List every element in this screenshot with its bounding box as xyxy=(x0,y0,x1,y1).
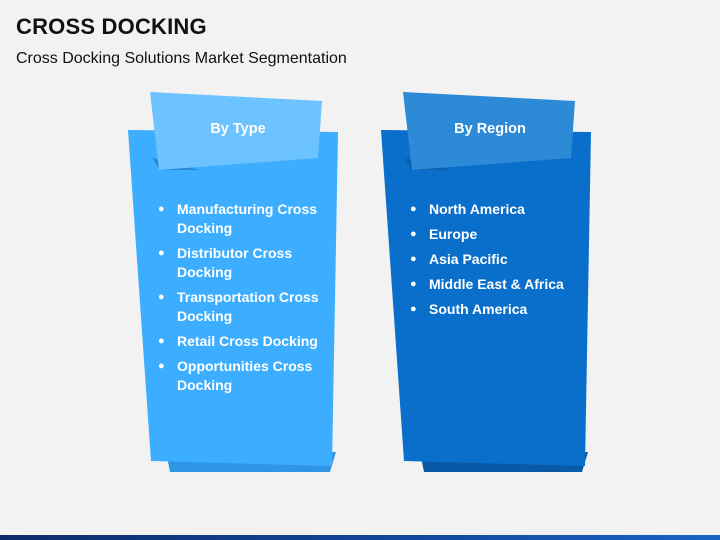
segment-list-by-type: ●Manufacturing Cross Docking ●Distributo… xyxy=(155,200,325,401)
list-item: ●South America xyxy=(410,301,528,317)
page-title: CROSS DOCKING xyxy=(16,14,207,39)
card-tab xyxy=(150,92,322,170)
segment-label-by-region: By Region xyxy=(454,121,526,137)
bullet-icon: ● xyxy=(410,253,417,265)
list-item: ●Distributor Cross Docking xyxy=(158,245,293,280)
list-item: ●Europe xyxy=(410,226,478,242)
bullet-icon: ● xyxy=(158,247,165,259)
page-subtitle: Cross Docking Solutions Market Segmentat… xyxy=(16,50,347,67)
bullet-icon: ● xyxy=(410,203,417,215)
bullet-icon: ● xyxy=(158,291,165,303)
bullet-icon: ● xyxy=(410,303,417,315)
footer-bar xyxy=(0,535,720,540)
bullet-icon: ● xyxy=(158,360,165,372)
segment-card-by-type xyxy=(128,92,338,472)
bullet-icon: ● xyxy=(158,335,165,347)
segment-label-by-type: By Type xyxy=(210,121,266,137)
segment-card-by-region xyxy=(381,92,591,472)
segment-list-by-region: ●North America ●Europe ●Asia Pacific ●Mi… xyxy=(407,200,582,325)
list-item: ●Opportunities Cross Docking xyxy=(158,358,313,393)
list-item: ●North America xyxy=(410,201,525,217)
card-body xyxy=(381,130,591,466)
card-tab xyxy=(403,92,575,170)
list-item: ●Manufacturing Cross Docking xyxy=(158,201,318,236)
bullet-icon: ● xyxy=(410,278,417,290)
list-item: ●Transportation Cross Docking xyxy=(158,289,319,324)
list-item: ●Middle East & Africa xyxy=(410,276,564,292)
bullet-icon: ● xyxy=(158,203,165,215)
card-body xyxy=(128,130,338,466)
bullet-icon: ● xyxy=(410,228,417,240)
list-item: ●Retail Cross Docking xyxy=(158,333,318,349)
list-item: ●Asia Pacific xyxy=(410,251,508,267)
